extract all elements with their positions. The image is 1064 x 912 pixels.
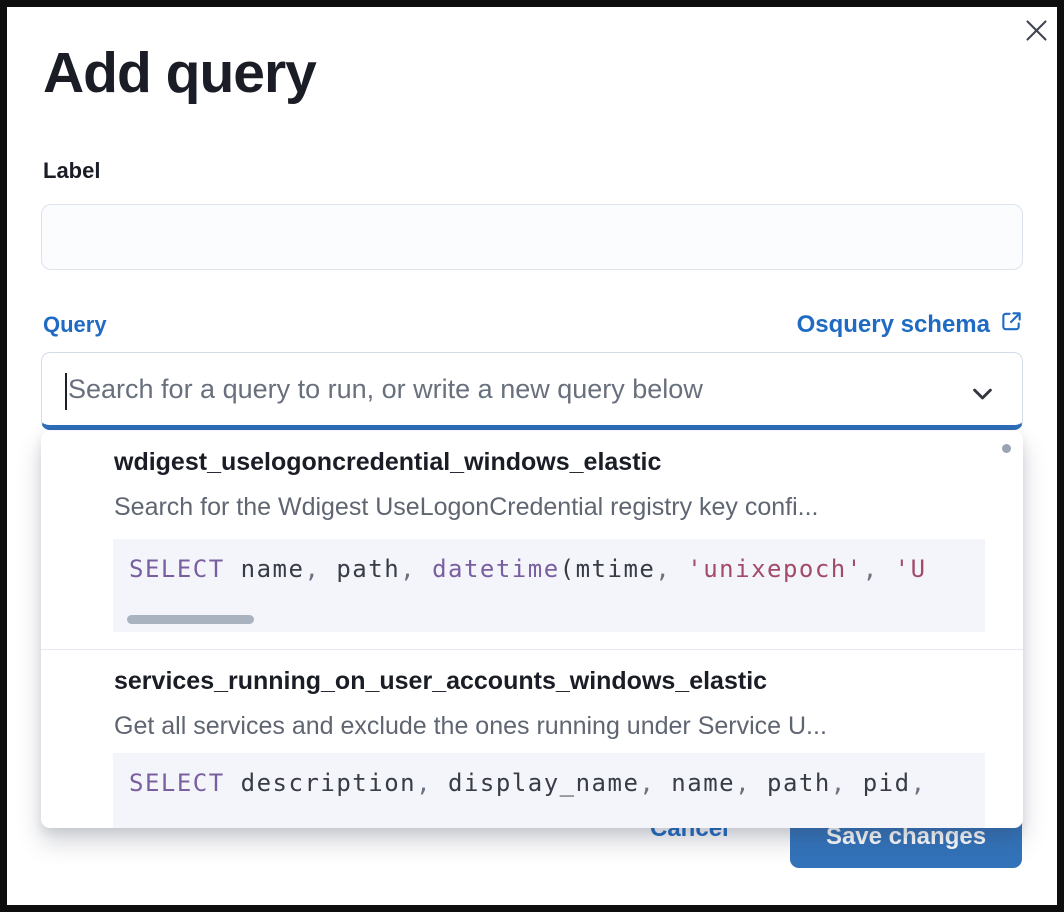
sql-code-line: SELECT name, path, datetime(mtime, 'unix… xyxy=(129,555,927,583)
osquery-schema-link[interactable]: Osquery schema xyxy=(797,310,1023,340)
horizontal-scrollbar-thumb[interactable] xyxy=(127,615,254,624)
code-token: , xyxy=(862,555,895,583)
code-token: SELECT xyxy=(129,555,225,583)
label-field-label: Label xyxy=(43,158,101,183)
text-caret xyxy=(65,373,67,410)
chevron-down-icon[interactable] xyxy=(969,380,996,412)
query-option[interactable]: wdigest_uselogoncredential_windows_elast… xyxy=(41,431,1023,649)
close-button[interactable] xyxy=(1014,10,1058,54)
vertical-scrollbar-thumb[interactable] xyxy=(1002,444,1011,453)
page-title: Add query xyxy=(43,41,317,105)
code-preview: SELECT description, display_name, name, … xyxy=(113,753,985,828)
label-input[interactable] xyxy=(41,204,1023,270)
query-combobox[interactable] xyxy=(41,352,1023,430)
option-description: Get all services and exclude the ones ru… xyxy=(114,712,827,740)
code-token: pid xyxy=(862,769,911,797)
option-divider xyxy=(41,649,1023,650)
close-icon xyxy=(1023,17,1050,47)
sql-code-line: SELECT description, display_name, name, … xyxy=(129,769,927,797)
query-search-input[interactable] xyxy=(42,353,1022,425)
code-token: , xyxy=(639,769,672,797)
osquery-schema-link-label: Osquery schema xyxy=(796,311,990,338)
code-token: SELECT xyxy=(129,769,225,797)
code-token: ( xyxy=(559,555,576,583)
query-option[interactable]: services_running_on_user_accounts_window… xyxy=(41,650,1023,828)
code-token: path xyxy=(336,555,401,583)
code-token: , xyxy=(910,769,927,797)
code-token: , xyxy=(655,555,688,583)
code-preview: SELECT name, path, datetime(mtime, 'unix… xyxy=(113,539,985,632)
query-field-label: Query xyxy=(43,312,107,337)
option-title: services_running_on_user_accounts_window… xyxy=(114,667,768,695)
code-token: , xyxy=(830,769,863,797)
code-token: name xyxy=(671,769,736,797)
code-token: , xyxy=(400,555,433,583)
query-field-header: Query Osquery schema xyxy=(41,310,1023,340)
code-token: datetime xyxy=(432,555,560,583)
external-link-icon xyxy=(1000,310,1023,340)
query-suggestions-dropdown: wdigest_uselogoncredential_windows_elast… xyxy=(41,431,1023,828)
code-token: mtime xyxy=(575,555,656,583)
code-token: 'U xyxy=(894,555,927,583)
option-description: Search for the Wdigest UseLogonCredentia… xyxy=(114,493,819,521)
option-title: wdigest_uselogoncredential_windows_elast… xyxy=(114,448,662,476)
code-token: description xyxy=(224,769,417,797)
code-token: , xyxy=(416,769,448,797)
code-token: , xyxy=(735,769,767,797)
code-token: path xyxy=(767,769,831,797)
code-token: display_name xyxy=(448,769,640,797)
code-token: , xyxy=(304,555,337,583)
code-token: 'unixepoch' xyxy=(687,555,863,583)
code-token: name xyxy=(224,555,305,583)
